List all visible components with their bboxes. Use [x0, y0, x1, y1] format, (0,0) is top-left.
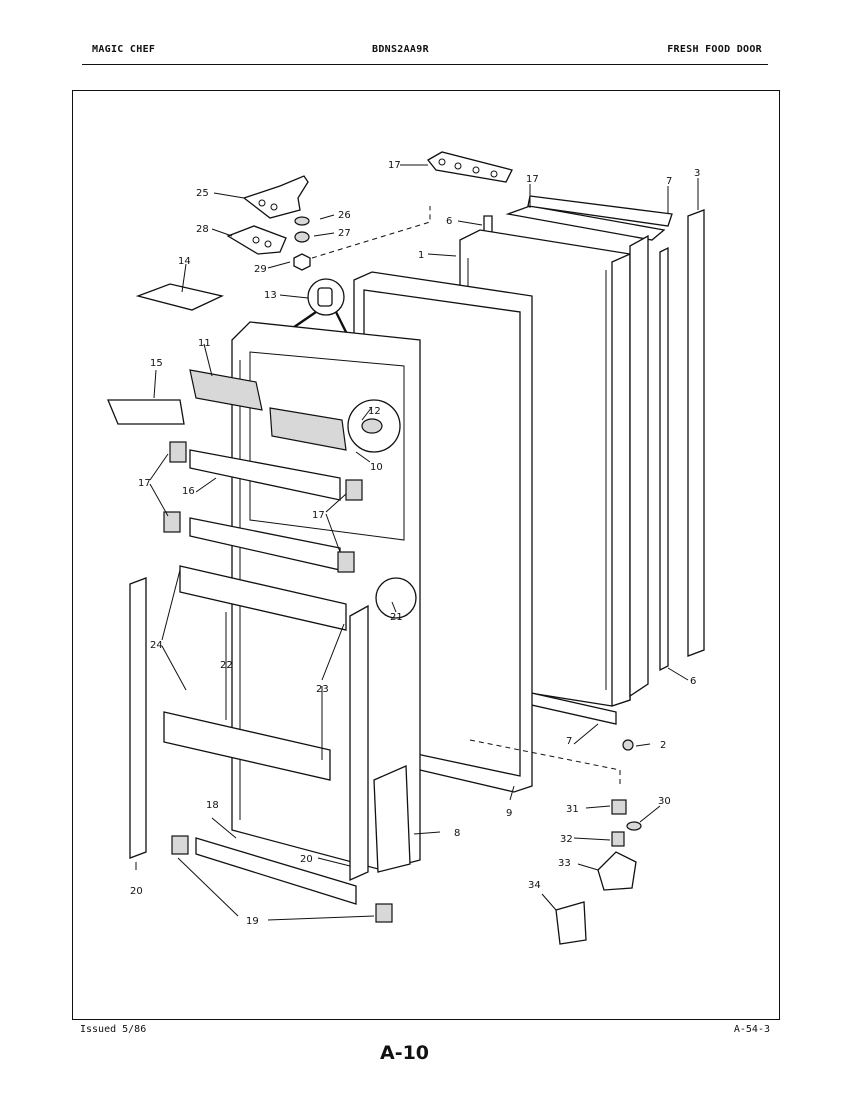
callout-1: 1	[418, 250, 424, 261]
part-11-shelf-front-2	[269, 407, 347, 451]
part-17-clip-2	[345, 479, 363, 501]
part-5-top-cap	[505, 205, 666, 241]
callout-12: 12	[368, 406, 381, 417]
callout-2: 2	[660, 740, 666, 751]
part-28-hinge-plate	[226, 225, 287, 255]
part-17-clip-4	[337, 551, 355, 573]
part-12-knob	[347, 399, 401, 453]
callout-6-side: 6	[690, 676, 696, 687]
part-14-cover	[135, 283, 224, 311]
model-number: BDNS2AA9R	[372, 44, 429, 55]
part-2-cap	[622, 739, 634, 751]
callout-20-left: 20	[130, 886, 143, 897]
part-18-bottom-trim	[195, 837, 357, 905]
part-34-bracket	[555, 901, 587, 945]
part-22-door-shelf	[163, 565, 347, 781]
callout-8: 8	[454, 828, 460, 839]
part-13-stud	[307, 278, 345, 316]
callout-11: 11	[198, 338, 211, 349]
callout-18: 18	[206, 800, 219, 811]
part-20-rail	[349, 604, 369, 882]
part-26-washer	[294, 216, 310, 226]
part-31-pin	[611, 831, 625, 847]
part-19-clip	[171, 835, 189, 855]
page-number: A-10	[380, 1042, 430, 1064]
part-19-clip-2	[375, 903, 393, 923]
part-17-clip-3	[163, 511, 181, 533]
part-33-bushing	[611, 799, 627, 815]
callout-16: 16	[182, 486, 195, 497]
part-30-bottom-hinge	[597, 851, 637, 891]
callout-28: 28	[196, 224, 209, 235]
callout-22: 22	[220, 660, 233, 671]
issued-date: Issued 5/86	[80, 1024, 147, 1035]
callout-32: 30	[658, 796, 671, 807]
callout-31: 32	[560, 834, 573, 845]
callout-33: 31	[566, 804, 579, 815]
callout-25: 25	[196, 188, 209, 199]
part-29-nut	[293, 253, 311, 271]
part-32-washer	[626, 821, 642, 831]
part-24-retainer	[129, 577, 147, 859]
callout-20-right: 20	[300, 854, 313, 865]
callout-10: 10	[370, 462, 383, 473]
part-8-bin	[373, 765, 411, 873]
part-27-bushing	[294, 231, 310, 243]
part-25-top-hinge	[242, 175, 309, 219]
callout-27: 27	[338, 228, 351, 239]
callout-34: 34	[528, 880, 541, 891]
brand-name: MAGIC CHEF	[92, 44, 156, 55]
reference-code: A-54-3	[733, 1024, 770, 1035]
callout-26: 26	[338, 210, 351, 221]
section-title: FRESH FOOD DOOR	[667, 44, 762, 55]
callout-4: 17	[388, 160, 401, 171]
part-5-side-cap	[629, 234, 649, 698]
callout-3: 3	[694, 168, 700, 179]
callout-17-left: 17	[138, 478, 151, 489]
callout-23: 23	[316, 684, 329, 695]
callout-21: 21	[390, 612, 403, 623]
callout-19: 19	[246, 916, 259, 927]
callout-17-right: 17	[312, 510, 325, 521]
callout-13: 13	[264, 290, 277, 301]
callout-29: 29	[254, 264, 267, 275]
part-4-hinge-cover	[427, 151, 513, 183]
callout-6-top: 6	[446, 216, 452, 227]
diagram-frame	[72, 90, 780, 1020]
part-17-clip	[169, 441, 187, 463]
callout-24: 24	[150, 640, 163, 651]
callout-7-top: 7	[666, 176, 672, 187]
part-6-side-trim	[659, 246, 669, 672]
callout-15: 15	[150, 358, 163, 369]
part-21-fitting	[375, 577, 417, 619]
part-3-handle-trim	[687, 209, 705, 657]
header-rule	[82, 64, 768, 65]
part-15-compartment	[107, 399, 185, 425]
callout-14: 14	[178, 256, 191, 267]
callout-30: 33	[558, 858, 571, 869]
callout-9: 9	[506, 808, 512, 819]
part-7-top-trim	[527, 195, 673, 227]
callout-7-bottom: 7	[566, 736, 572, 747]
part-11-shelf-front	[189, 369, 263, 411]
callout-5: 17	[526, 174, 539, 185]
